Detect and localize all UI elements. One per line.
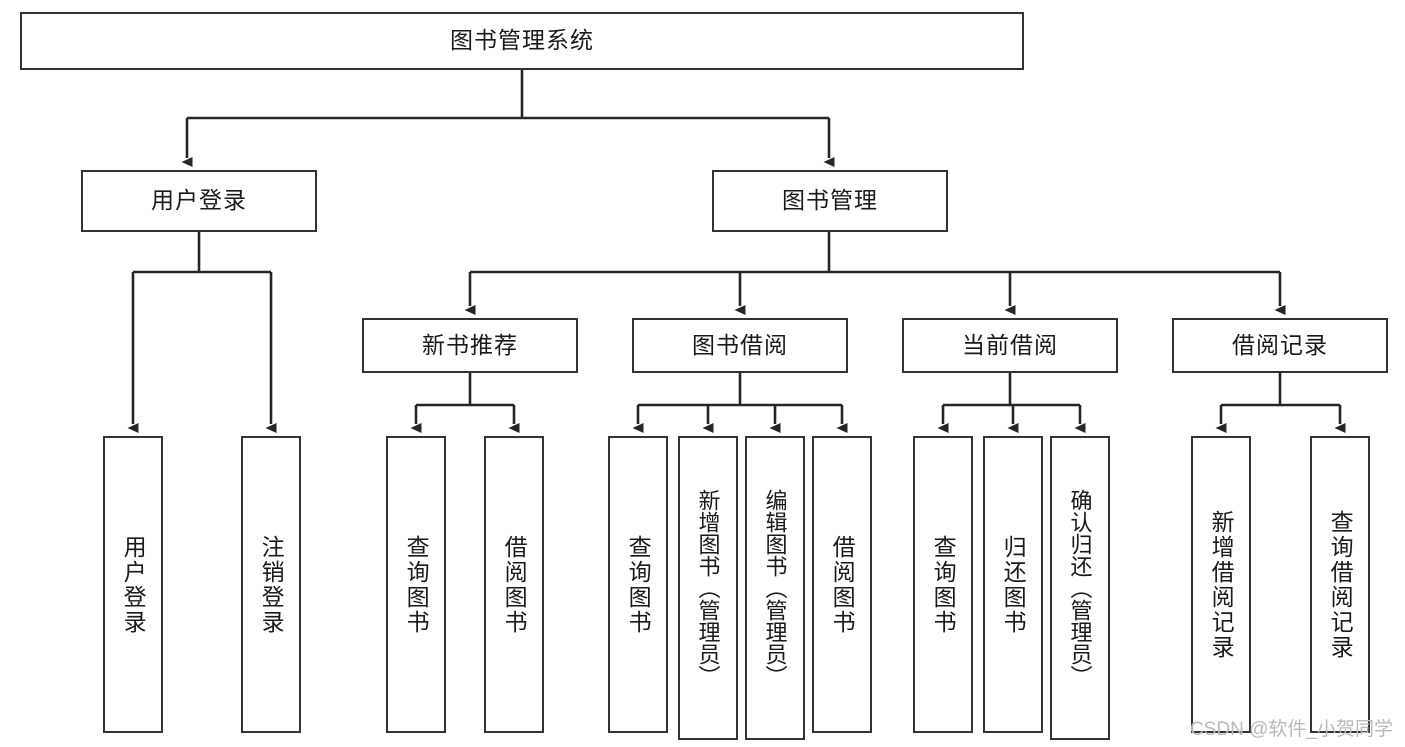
- node-current-borrow[interactable]: 当前借阅: [902, 318, 1118, 373]
- node-leaf-return-book-label: 归还图书: [1000, 534, 1027, 635]
- node-leaf-query-book-new[interactable]: 查询图书: [386, 436, 446, 733]
- node-book-management[interactable]: 图书管理: [712, 170, 948, 232]
- node-leaf-add-borrow-record-label: 新增借阅记录: [1208, 509, 1235, 660]
- node-leaf-query-book-new-label: 查询图书: [403, 534, 430, 635]
- node-borrow-records[interactable]: 借阅记录: [1172, 318, 1388, 373]
- node-leaf-logout-label: 注销登录: [258, 534, 285, 635]
- node-leaf-confirm-return-admin[interactable]: 确认归还（管理员）: [1050, 436, 1110, 740]
- node-leaf-return-book[interactable]: 归还图书: [983, 436, 1043, 733]
- node-book-borrow[interactable]: 图书借阅: [632, 318, 848, 373]
- node-root-label: 图书管理系统: [450, 27, 594, 54]
- node-leaf-borrow-book-new-label: 借阅图书: [501, 534, 528, 635]
- node-leaf-lend-book-label: 借阅图书: [829, 534, 856, 635]
- node-root[interactable]: 图书管理系统: [20, 12, 1024, 70]
- node-leaf-query-borrow-record[interactable]: 查询借阅记录: [1310, 436, 1370, 733]
- node-leaf-user-login[interactable]: 用户登录: [103, 436, 163, 733]
- node-leaf-query-book-borrow[interactable]: 查询图书: [608, 436, 668, 733]
- node-leaf-query-book-borrow-label: 查询图书: [625, 534, 652, 635]
- node-user-login[interactable]: 用户登录: [81, 170, 317, 232]
- node-leaf-edit-book-admin[interactable]: 编辑图书（管理员）: [745, 436, 805, 740]
- node-leaf-edit-book-admin-label: 编辑图书（管理员）: [762, 489, 788, 687]
- node-borrow-records-label: 借阅记录: [1232, 331, 1328, 358]
- node-new-book-recommend-label: 新书推荐: [422, 331, 518, 358]
- node-leaf-add-book-admin-label: 新增图书（管理员）: [695, 489, 721, 687]
- node-current-borrow-label: 当前借阅: [962, 331, 1058, 358]
- node-leaf-add-borrow-record[interactable]: 新增借阅记录: [1191, 436, 1251, 733]
- node-leaf-borrow-book-new[interactable]: 借阅图书: [484, 436, 544, 733]
- node-leaf-query-book-current-label: 查询图书: [930, 534, 957, 635]
- node-leaf-query-borrow-record-label: 查询借阅记录: [1327, 509, 1354, 660]
- watermark-text: CSDN @软件_小贺同学: [1190, 719, 1393, 740]
- node-leaf-logout[interactable]: 注销登录: [241, 436, 301, 733]
- node-book-management-label: 图书管理: [782, 187, 878, 214]
- node-leaf-confirm-return-admin-label: 确认归还（管理员）: [1067, 489, 1093, 687]
- node-book-borrow-label: 图书借阅: [692, 331, 788, 358]
- node-leaf-query-book-current[interactable]: 查询图书: [913, 436, 973, 733]
- node-new-book-recommend[interactable]: 新书推荐: [362, 318, 578, 373]
- node-user-login-label: 用户登录: [151, 187, 247, 214]
- node-leaf-lend-book[interactable]: 借阅图书: [812, 436, 872, 733]
- node-leaf-user-login-label: 用户登录: [120, 534, 147, 635]
- node-leaf-add-book-admin[interactable]: 新增图书（管理员）: [678, 436, 738, 740]
